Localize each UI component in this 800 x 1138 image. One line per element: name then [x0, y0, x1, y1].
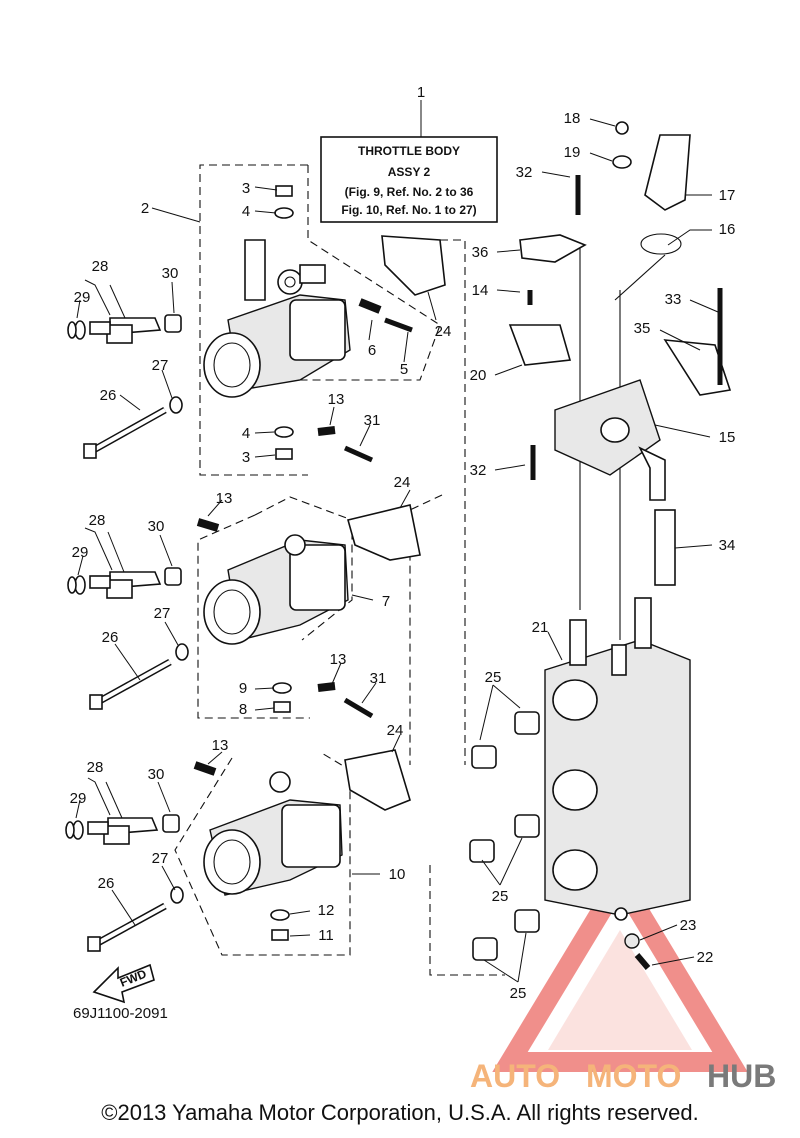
callout-26: 26 — [100, 387, 117, 404]
watermark-logo — [492, 860, 748, 1072]
title-box: THROTTLE BODY ASSY 2 (Fig. 9, Ref. No. 2… — [320, 100, 498, 223]
callout-36: 36 — [472, 244, 489, 261]
watermark-wordmark: AUTO MOTO HUB — [470, 1058, 776, 1094]
leader-lines — [75, 118, 719, 983]
callout-30b: 30 — [148, 518, 165, 535]
callout-23: 23 — [680, 917, 697, 934]
callout-13d: 13 — [212, 737, 229, 754]
callout-27: 27 — [152, 357, 169, 374]
callout-13: 13 — [328, 391, 345, 408]
watermark-hub: HUB — [707, 1058, 776, 1094]
sensor-assembly — [508, 121, 732, 501]
callout-4: 4 — [242, 203, 250, 220]
title-line-1: THROTTLE BODY — [358, 144, 460, 158]
callout-1: 1 — [417, 84, 425, 101]
callout-26b: 26 — [102, 629, 119, 646]
callout-25: 25 — [485, 669, 502, 686]
callout-12: 12 — [318, 902, 335, 919]
callout-6: 6 — [368, 342, 376, 359]
watermark-moto: MOTO — [586, 1058, 681, 1094]
throttle-body-upper — [203, 239, 351, 398]
callout-24: 24 — [435, 323, 452, 340]
callout-18: 18 — [564, 110, 581, 127]
callout-30c: 30 — [148, 766, 165, 783]
callout-11: 11 — [318, 927, 334, 944]
callout-14: 14 — [472, 282, 489, 299]
callout-22: 22 — [697, 949, 714, 966]
callout-31: 31 — [364, 412, 381, 429]
callout-10: 10 — [389, 866, 406, 883]
callout-35: 35 — [634, 320, 651, 337]
throttle-body-lower — [203, 749, 411, 896]
title-line-2: ASSY 2 — [388, 165, 431, 179]
callout-5: 5 — [400, 361, 408, 378]
drawing-code: 69J1100-2091 — [73, 1005, 168, 1022]
watermark-auto: AUTO — [470, 1058, 560, 1094]
callout-3b: 3 — [242, 449, 250, 466]
callout-29b: 29 — [72, 544, 89, 561]
callout-27c: 27 — [152, 850, 169, 867]
title-line-3: (Fig. 9, Ref. No. 2 to 36 — [345, 185, 474, 199]
fwd-arrow: FWD — [92, 963, 155, 1004]
callout-20: 20 — [470, 367, 487, 384]
callout-9: 9 — [239, 680, 247, 697]
callout-17: 17 — [719, 187, 736, 204]
callout-29c: 29 — [70, 790, 87, 807]
callout-13b: 13 — [216, 490, 233, 507]
fasteners-lower — [87, 761, 290, 952]
callout-32: 32 — [516, 164, 533, 181]
callout-3: 3 — [242, 180, 250, 197]
callout-34: 34 — [719, 537, 736, 554]
callout-19: 19 — [564, 144, 581, 161]
callout-8: 8 — [239, 701, 247, 718]
callout-27b: 27 — [154, 605, 171, 622]
injector-upper — [67, 314, 182, 344]
title-line-4: Fig. 10, Ref. No. 1 to 27) — [341, 203, 476, 217]
callout-24b: 24 — [394, 474, 411, 491]
callout-16: 16 — [719, 221, 736, 238]
callout-33: 33 — [665, 291, 682, 308]
callout-21: 21 — [532, 619, 549, 636]
injector-middle — [67, 567, 182, 599]
collars-and-bolt — [469, 711, 651, 970]
callout-26c: 26 — [98, 875, 115, 892]
injector-lower — [65, 814, 180, 845]
callout-2: 2 — [141, 200, 149, 217]
callout-28c: 28 — [87, 759, 104, 776]
callout-25c: 25 — [510, 985, 527, 1002]
callout-25b: 25 — [492, 888, 509, 905]
fasteners-middle — [89, 518, 374, 719]
copyright-notice: ©2013 Yamaha Motor Corporation, U.S.A. A… — [101, 1100, 699, 1125]
callout-24c: 24 — [387, 722, 404, 739]
callout-7: 7 — [382, 593, 390, 610]
callout-15: 15 — [719, 429, 736, 446]
callout-28b: 28 — [89, 512, 106, 529]
callout-30: 30 — [162, 265, 179, 282]
callout-29: 29 — [74, 289, 91, 306]
throttle-body-middle — [203, 504, 421, 645]
callout-13c: 13 — [330, 651, 347, 668]
callout-4b: 4 — [242, 425, 250, 442]
callout-28: 28 — [92, 258, 109, 275]
intake-manifold — [544, 509, 691, 916]
callout-labels: 1 2 3 4 28 29 30 26 27 6 5 24 13 31 4 3 … — [70, 84, 736, 1002]
fasteners-upper — [83, 185, 446, 463]
callout-32b: 32 — [470, 462, 487, 479]
callout-31b: 31 — [370, 670, 387, 687]
